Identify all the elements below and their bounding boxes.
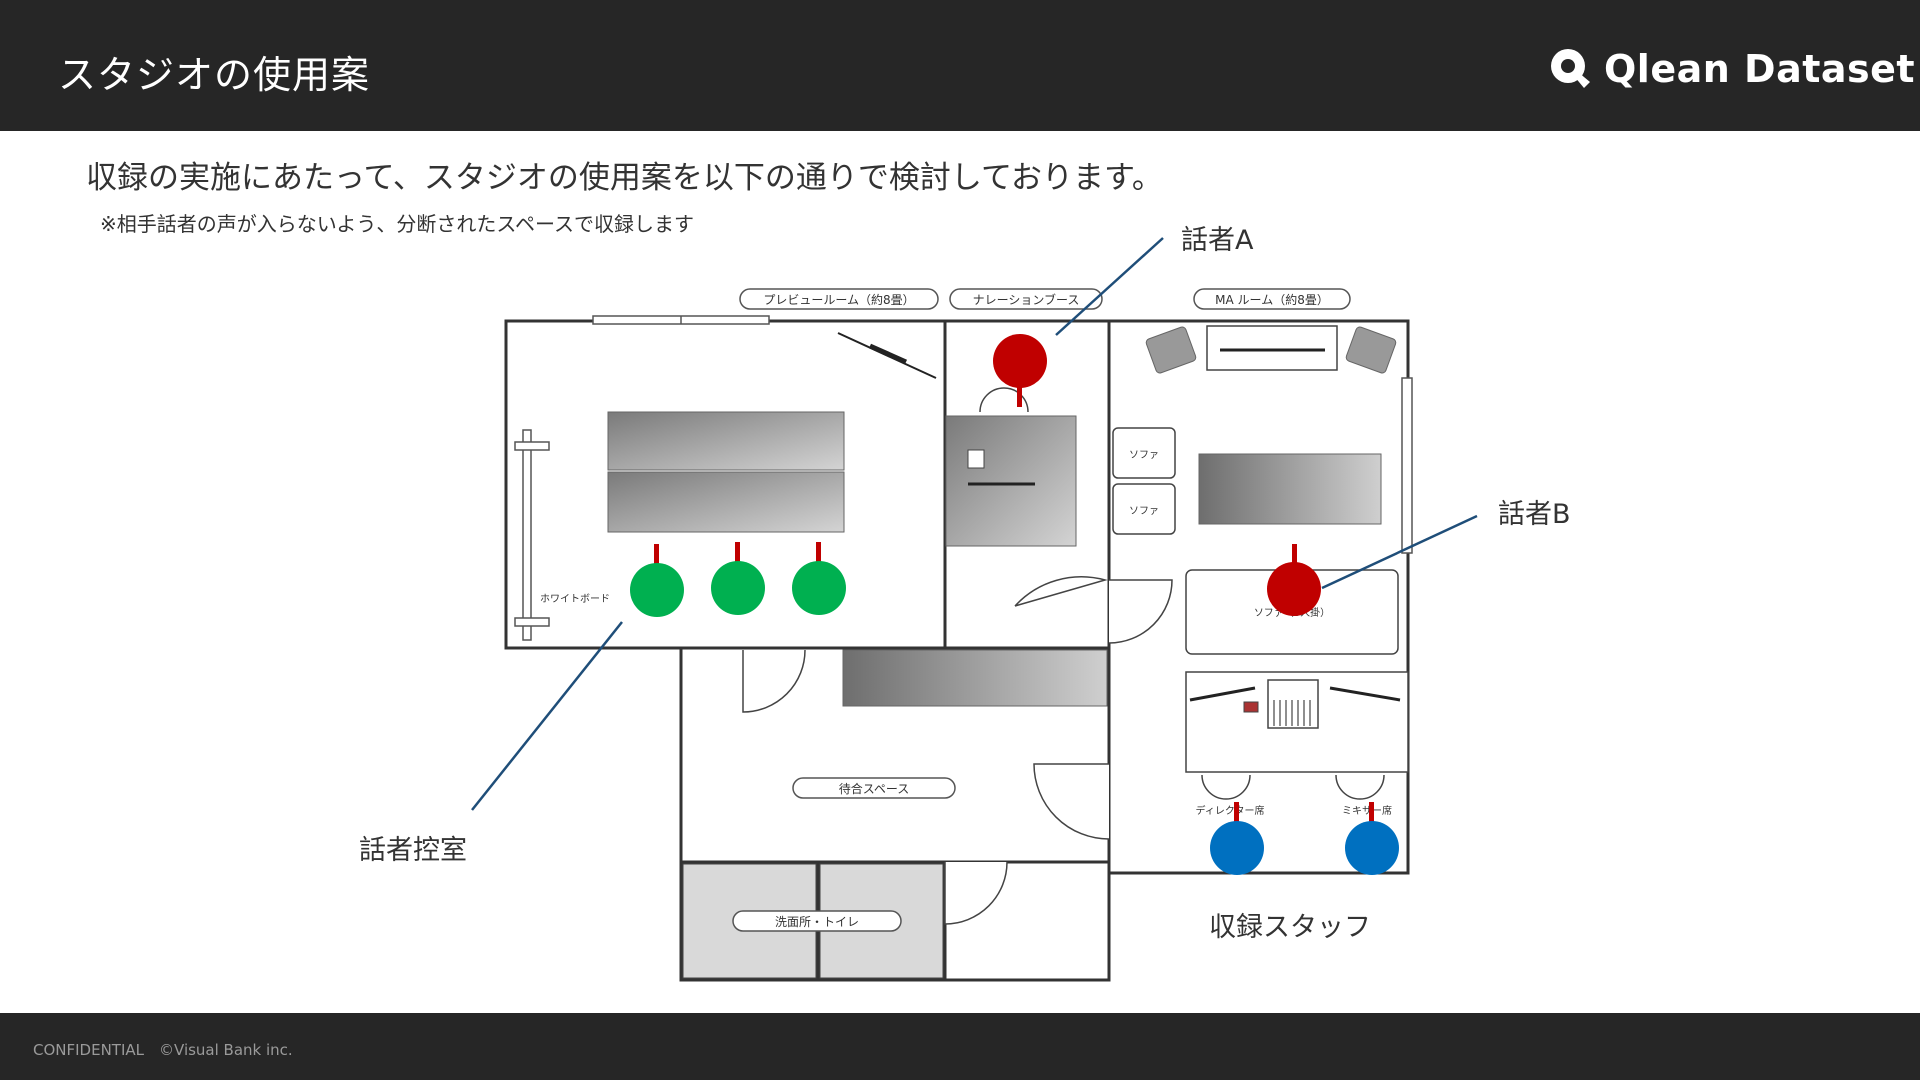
room-label-narration-text: ナレーションブース — [973, 292, 1080, 307]
note-text: ※相手話者の声が入らないよう、分断されたスペースで収録します — [100, 212, 694, 236]
mixer-chair — [1335, 774, 1385, 800]
footer-text: CONFIDENTIAL ©Visual Bank inc. — [33, 1041, 293, 1059]
subtitle: 収録の実施にあたって、スタジオの使用案を以下の通りで検討しております。 — [86, 160, 1163, 196]
leader-line-waiting-room — [471, 621, 623, 811]
header-bar — [0, 0, 1920, 131]
staff-marker-1 — [1210, 802, 1264, 875]
whiteboard-label: ホワイトボード — [540, 593, 610, 605]
room-label-waiting-text: 待合スペース — [839, 781, 910, 796]
sofa-1: ソファ — [1112, 427, 1176, 479]
callout-speaker-b: 話者B — [1498, 499, 1571, 530]
device-box — [1243, 701, 1259, 713]
callout-staff: 収録スタッフ — [1209, 912, 1371, 943]
speaker-a-marker — [993, 334, 1047, 407]
narration-desk — [945, 415, 1077, 547]
ma-table — [1198, 453, 1382, 525]
room-label-narration: ナレーションブース — [949, 288, 1103, 310]
staff-marker-2 — [1345, 802, 1399, 875]
director-seat-label: ディレクター席 — [1196, 804, 1265, 817]
room-label-washroom-text: 洗面所・トイレ — [775, 915, 859, 929]
counter — [842, 649, 1108, 707]
mixer-seat-label: ミキサー席 — [1342, 804, 1392, 817]
speaker-right — [1345, 326, 1397, 374]
director-chair — [1201, 774, 1251, 800]
narration-door — [1014, 576, 1108, 607]
room-label-ma: MA ルーム（約8畳） — [1193, 288, 1351, 310]
monitor-right — [1329, 686, 1401, 702]
waiting-marker-3 — [792, 542, 846, 615]
table-upper — [607, 411, 845, 471]
sofa-2: ソファ — [1112, 483, 1176, 535]
leader-line-speaker-a — [1055, 237, 1164, 336]
waiting-marker-1 — [630, 544, 684, 617]
sofa-1-label: ソファ — [1129, 450, 1159, 461]
room-label-preview: プレビュールーム（約8畳） — [739, 288, 939, 310]
waiting-marker-2 — [711, 542, 765, 615]
ma-window — [1401, 377, 1413, 554]
room-label-preview-text: プレビュールーム（約8畳） — [763, 292, 914, 307]
microphone-stand — [837, 332, 937, 379]
magnifier-logo-icon — [1551, 49, 1590, 88]
waiting-door-right — [1033, 763, 1110, 840]
ma-console — [1206, 325, 1338, 371]
monitor-left — [1189, 686, 1256, 702]
narration-chair — [979, 387, 1029, 413]
speaker-b-marker — [1267, 544, 1321, 616]
ma-door — [1108, 579, 1173, 644]
speaker-left — [1145, 326, 1197, 374]
page-title: スタジオの使用案 — [58, 53, 371, 97]
logo-text: Qlean Dataset — [1604, 47, 1916, 91]
callout-speaker-a: 話者A — [1181, 225, 1254, 256]
table-lower — [607, 471, 845, 533]
mic-box — [967, 449, 985, 469]
room-label-washroom: 洗面所・トイレ — [732, 910, 902, 932]
leader-lines — [471, 237, 1478, 811]
brand-logo: Qlean Dataset — [1548, 44, 1915, 94]
whiteboard — [514, 429, 550, 641]
sofa-2-label: ソファ — [1129, 506, 1159, 517]
leader-line-speaker-b — [1321, 514, 1478, 590]
room-label-ma-text: MA ルーム（約8畳） — [1215, 292, 1329, 307]
room-label-waiting: 待合スペース — [792, 777, 956, 799]
callout-waiting-room: 話者控室 — [359, 835, 467, 866]
window — [592, 315, 770, 325]
mixer-faders — [1273, 700, 1311, 726]
waiting-door-left — [742, 649, 806, 713]
washroom-door — [944, 861, 1008, 925]
footer-bar — [0, 1013, 1920, 1080]
walls — [504, 319, 1410, 982]
